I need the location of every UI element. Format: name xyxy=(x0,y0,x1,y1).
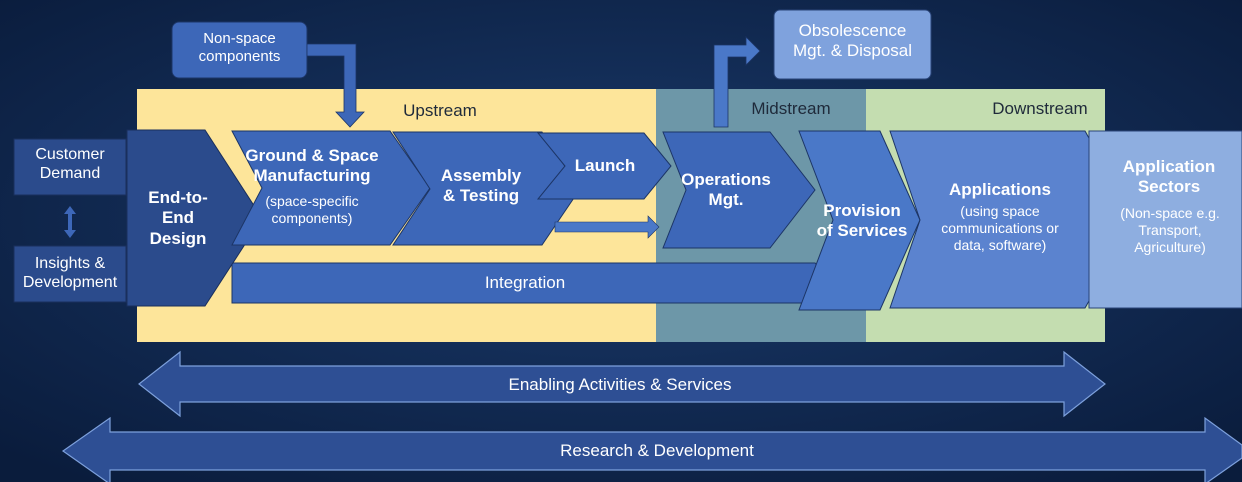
integration-label: Integration xyxy=(484,273,566,292)
midstream-label: Midstream xyxy=(751,99,831,118)
downstream-label: Downstream xyxy=(992,99,1088,118)
sectors-title: Application Sectors xyxy=(1122,157,1216,197)
obsolescence-arrow xyxy=(713,36,761,128)
operations-chevron xyxy=(662,131,816,249)
operations-label: Operations Mgt. xyxy=(681,170,771,210)
applications-title: Applications xyxy=(948,180,1051,199)
obsolescence-label: Obsolescence Mgt. & Disposal xyxy=(792,21,913,61)
manufacturing-subtitle: (space-specific components) xyxy=(265,193,359,226)
applications-subtitle: (using space communications or data, sof… xyxy=(941,203,1059,253)
assembly-label: Assembly & Testing xyxy=(440,166,522,206)
enabling-label: Enabling Activities & Services xyxy=(508,375,732,394)
insights-box xyxy=(13,245,127,303)
enabling-arrow xyxy=(138,350,1106,418)
sectors-box xyxy=(1088,130,1242,309)
design-chevron xyxy=(126,129,263,307)
sectors-subtitle: (Non-space e.g. Transport, Agriculture) xyxy=(1120,205,1220,255)
upstream-label: Upstream xyxy=(403,101,477,120)
customer-demand-label: Customer Demand xyxy=(35,146,105,183)
provision-label: Provision of Services xyxy=(816,201,908,241)
bidirectional-arrow xyxy=(64,206,76,238)
manufacturing-chevron xyxy=(231,130,431,246)
research-arrow xyxy=(61,416,1242,482)
design-label: End-to- End Design xyxy=(148,188,208,248)
launch-chevron xyxy=(536,132,672,200)
insights-label: Insights & Development xyxy=(22,255,118,292)
bypass-arrow xyxy=(554,215,660,239)
research-label: Research & Development xyxy=(560,441,754,460)
assembly-chevron xyxy=(392,131,581,246)
obsolescence-box xyxy=(773,9,932,80)
customer-demand-box xyxy=(13,138,127,196)
non-space-label: Non-space components xyxy=(198,30,281,65)
applications-chevron xyxy=(889,130,1136,309)
non-space-arrow xyxy=(306,43,365,128)
provision-chevron xyxy=(798,130,921,311)
launch-label: Launch xyxy=(574,156,636,175)
manufacturing-title: Ground & Space Manufacturing xyxy=(245,146,379,186)
